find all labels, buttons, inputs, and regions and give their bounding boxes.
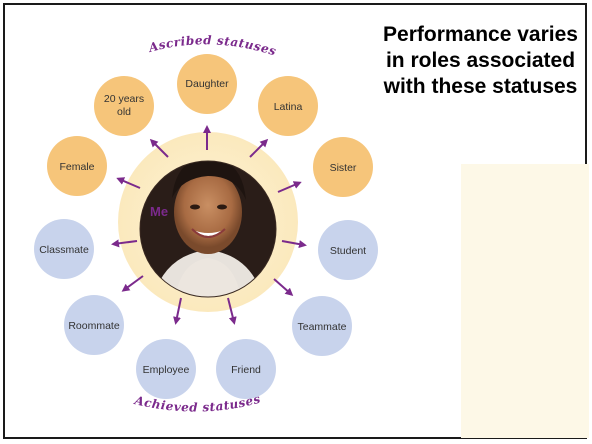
achieved-status-nodes: Classmate Student Roommate Teammate Empl…: [34, 219, 378, 399]
status-label-classmate: Classmate: [39, 244, 89, 256]
status-label-old: old: [117, 106, 131, 118]
status-label-sister: Sister: [330, 162, 357, 174]
status-node-friend: Friend: [216, 339, 276, 399]
photo-border: [139, 160, 277, 298]
status-node-daughter: Daughter: [177, 54, 237, 114]
status-label-roommate: Roommate: [68, 320, 120, 332]
slide-caption: Performance varies in roles associated w…: [383, 23, 578, 98]
status-label-20-years: 20 years: [104, 93, 144, 105]
status-node-female: Female: [47, 136, 107, 196]
status-label-student: Student: [330, 245, 366, 257]
status-node-classmate: Classmate: [34, 219, 94, 279]
status-node-teammate: Teammate: [292, 296, 352, 356]
arrow-roommate: [121, 275, 144, 292]
ascribed-status-nodes: Daughter 20 years old Latina Female Sist…: [47, 54, 373, 197]
arrow-sister: [277, 181, 302, 193]
status-label-teammate: Teammate: [297, 321, 346, 333]
arrow-20-years-old: [149, 138, 169, 158]
status-node-student: Student: [318, 220, 378, 280]
arrow-employee: [173, 297, 182, 325]
arrow-classmate: [111, 239, 138, 248]
status-node-20-years-old: 20 years old: [94, 76, 154, 136]
arrow-student: [281, 240, 307, 249]
status-label-female: Female: [59, 161, 94, 173]
status-node-employee: Employee: [136, 339, 196, 399]
status-label-friend: Friend: [231, 364, 261, 376]
arrow-teammate: [273, 278, 294, 296]
arrow-female: [116, 177, 141, 189]
status-node-sister: Sister: [313, 137, 373, 197]
arrow-friend: [227, 297, 237, 325]
status-arrows: [111, 125, 307, 325]
status-label-latina: Latina: [274, 101, 303, 113]
me-label: Me: [150, 204, 168, 219]
status-node-roommate: Roommate: [64, 295, 124, 355]
status-label-daughter: Daughter: [185, 78, 229, 90]
status-label-employee: Employee: [143, 364, 190, 376]
arrow-latina: [249, 138, 269, 158]
status-node-latina: Latina: [258, 76, 318, 136]
side-panel: [461, 164, 589, 438]
